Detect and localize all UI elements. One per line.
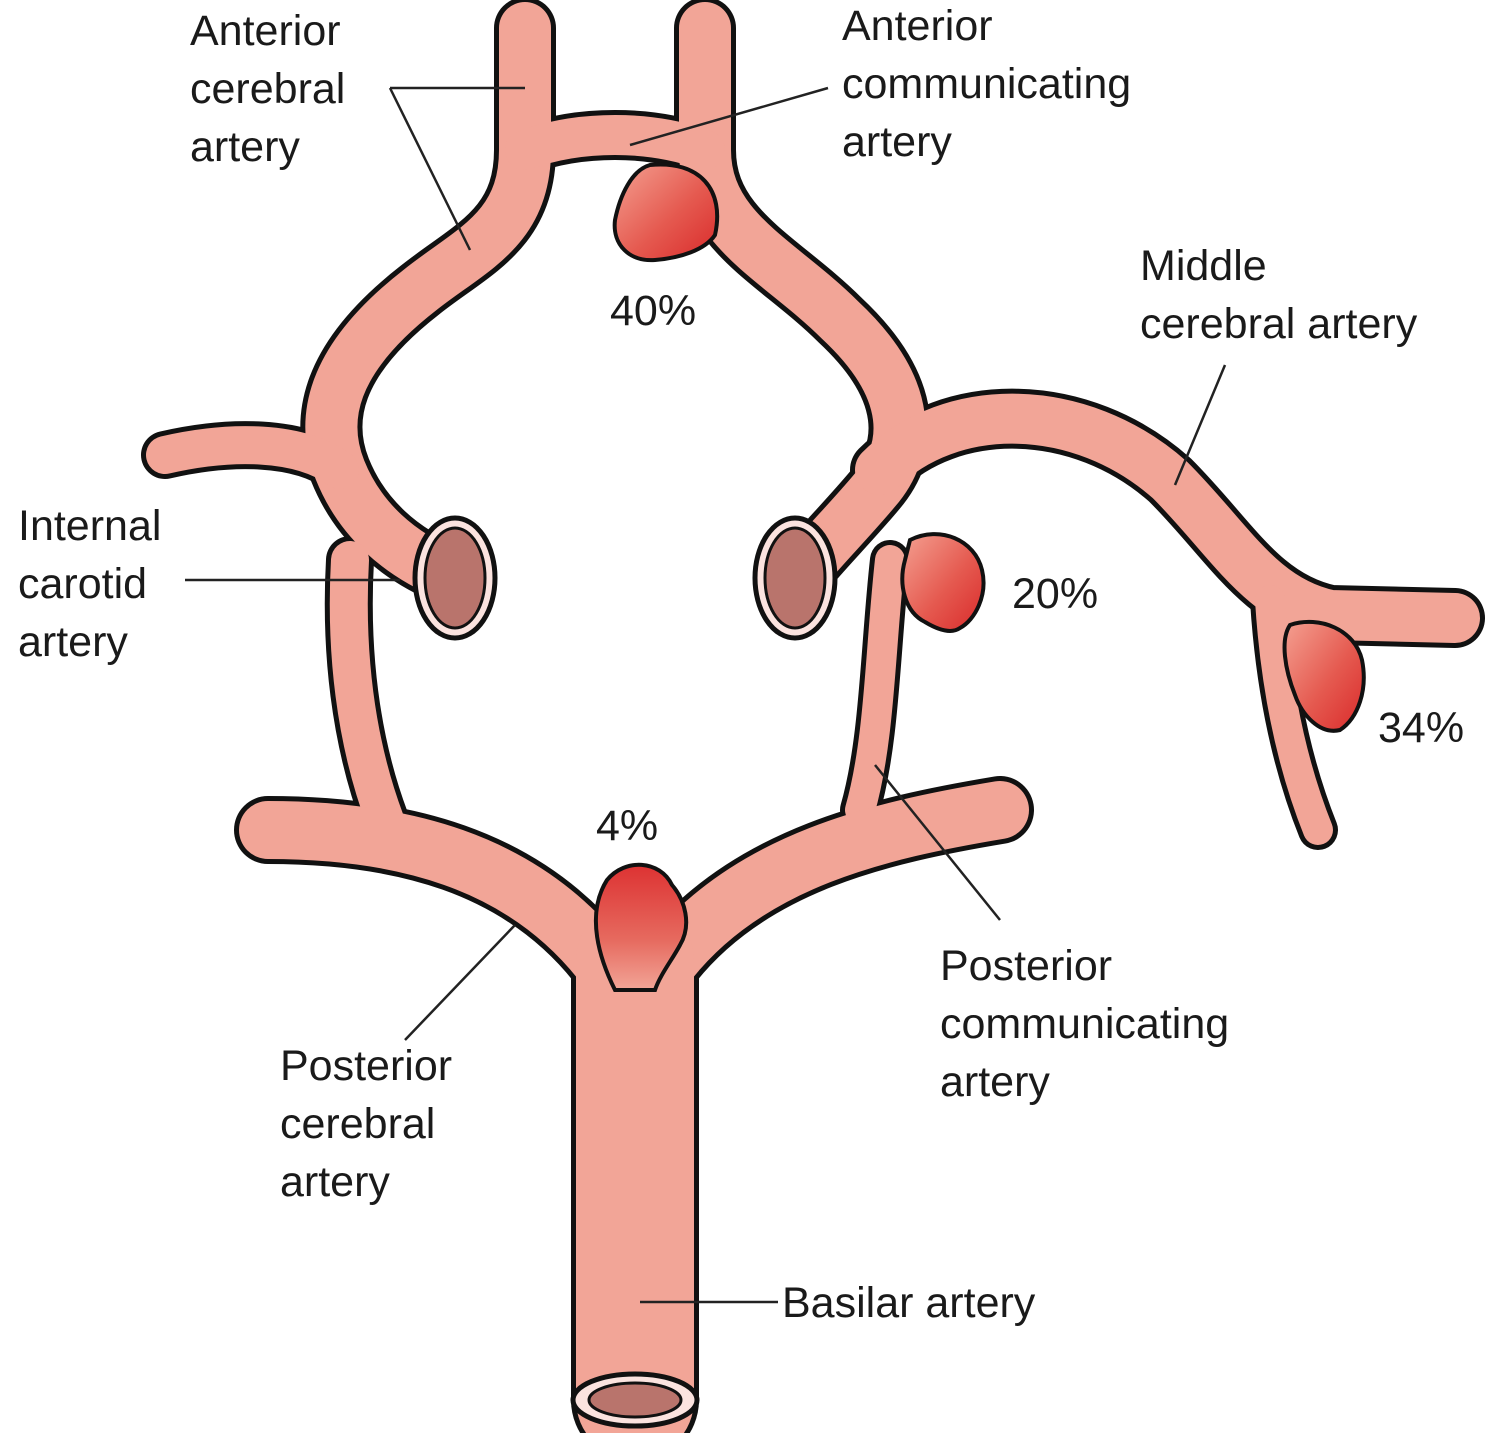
leader-lines	[185, 86, 1227, 1304]
right-ica-lumen	[752, 515, 838, 641]
percent-acomm: 40%	[610, 287, 696, 335]
label-posterior-communicating-artery: Posterior communicating artery	[940, 942, 1241, 1106]
aneurysm-mca	[1282, 619, 1366, 733]
aneurysm-pcomm	[900, 532, 986, 633]
basilar-lumen	[570, 1371, 700, 1429]
label-middle-cerebral-artery: Middle cerebral artery	[1140, 242, 1418, 348]
aneurysm-acomm	[612, 162, 720, 263]
label-basilar-artery: Basilar artery	[782, 1279, 1036, 1327]
percent-mca: 34%	[1378, 704, 1464, 752]
label-posterior-cerebral-artery: Posterior cerebral artery	[280, 1042, 464, 1206]
label-internal-carotid-artery: Internal carotid artery	[18, 502, 173, 666]
percent-basilar-tip: 4%	[596, 802, 658, 850]
percent-pcomm: 20%	[1012, 570, 1098, 618]
aneurysm-basilar-tip	[593, 862, 689, 992]
vessel-fills	[146, 2, 1480, 1433]
left-ica-lumen	[412, 515, 498, 641]
label-anterior-cerebral-artery: Anterior cerebral artery	[190, 7, 357, 171]
label-anterior-communicating-artery: Anterior communicating artery	[842, 2, 1143, 166]
